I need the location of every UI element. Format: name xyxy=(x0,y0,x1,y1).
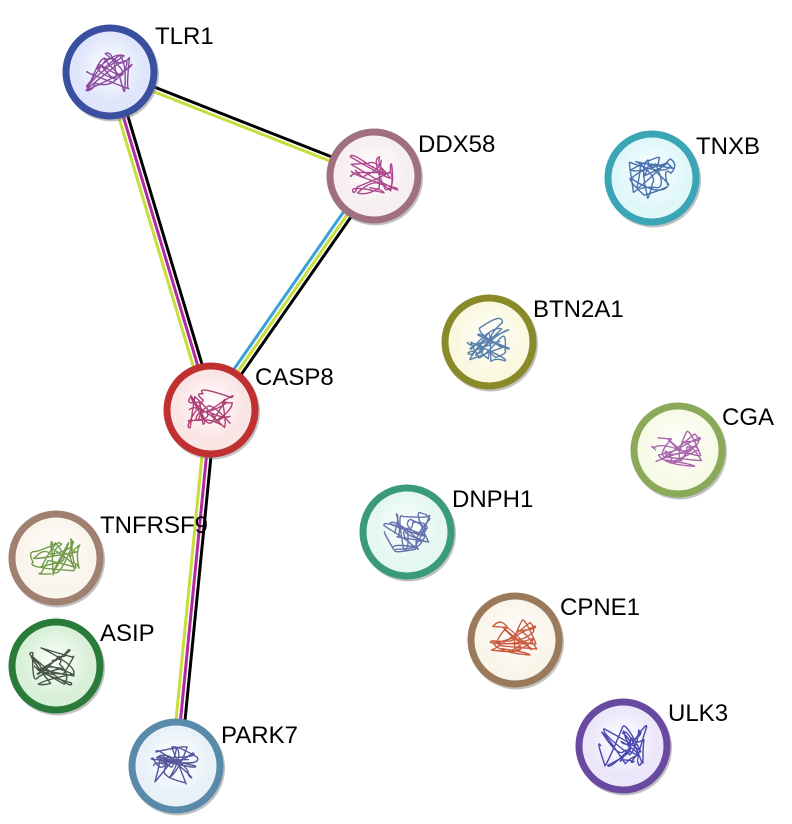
node-tnfrsf9[interactable] xyxy=(8,510,105,608)
node-ddx58[interactable] xyxy=(326,128,423,226)
edge-evidence-line xyxy=(170,408,209,768)
node-circle[interactable] xyxy=(359,484,455,580)
protein-structure-icon xyxy=(651,430,703,467)
node-circle[interactable] xyxy=(326,128,422,224)
edge-evidence-line xyxy=(205,171,372,409)
node-ulk3[interactable] xyxy=(575,698,672,796)
node-label-casp8: CASP8 xyxy=(255,364,334,391)
node-circle[interactable] xyxy=(8,618,104,714)
node-park7[interactable] xyxy=(128,718,225,816)
protein-structure-icon xyxy=(383,511,431,553)
protein-structure-icon xyxy=(489,619,538,656)
node-label-cpne1: CPNE1 xyxy=(560,594,640,621)
node-label-dnph1: DNPH1 xyxy=(452,486,533,513)
node-label-ddx58: DDX58 xyxy=(418,131,495,158)
protein-structure-icon xyxy=(466,317,510,363)
edge-casp8-park7 xyxy=(170,408,217,768)
node-label-btn2a1: BTN2A1 xyxy=(533,296,624,323)
protein-structure-icon xyxy=(628,156,676,199)
node-circle[interactable] xyxy=(575,698,671,794)
edge-evidence-line xyxy=(174,408,213,768)
edge-ddx58-casp8 xyxy=(205,171,380,415)
node-tnxb[interactable] xyxy=(604,130,701,228)
node-btn2a1[interactable] xyxy=(441,294,538,392)
protein-structure-icon xyxy=(349,154,399,195)
protein-structure-icon xyxy=(150,746,199,785)
node-label-cga: CGA xyxy=(722,404,774,431)
node-label-tnfrsf9: TNFRSF9 xyxy=(100,512,208,539)
protein-structure-icon xyxy=(187,389,234,429)
node-label-ulk3: ULK3 xyxy=(668,700,728,727)
protein-structure-icon xyxy=(85,52,133,93)
protein-structure-icon xyxy=(29,647,75,686)
node-cpne1[interactable] xyxy=(467,592,564,690)
protein-structure-icon xyxy=(598,724,648,767)
node-circle[interactable] xyxy=(62,24,158,120)
node-label-tlr1: TLR1 xyxy=(155,23,214,50)
node-circle[interactable] xyxy=(8,510,104,606)
edge-evidence-line xyxy=(104,71,209,413)
edge-evidence-line xyxy=(178,408,217,768)
edge-evidence-line xyxy=(209,174,376,412)
edge-evidence-line xyxy=(108,70,213,412)
protein-structure-icon xyxy=(29,538,81,576)
node-cga[interactable] xyxy=(630,402,727,500)
nodes-layer xyxy=(8,24,727,816)
node-casp8[interactable] xyxy=(163,362,260,460)
node-asip[interactable] xyxy=(8,618,105,716)
node-tlr1[interactable] xyxy=(62,24,159,122)
node-label-tnxb: TNXB xyxy=(696,133,760,160)
node-dnph1[interactable] xyxy=(359,484,456,582)
edge-evidence-line xyxy=(213,177,380,415)
edge-evidence-line xyxy=(112,69,217,411)
node-label-park7: PARK7 xyxy=(221,722,298,749)
node-label-asip: ASIP xyxy=(100,620,155,647)
node-circle[interactable] xyxy=(604,130,700,226)
edge-tlr1-casp8 xyxy=(104,69,217,413)
